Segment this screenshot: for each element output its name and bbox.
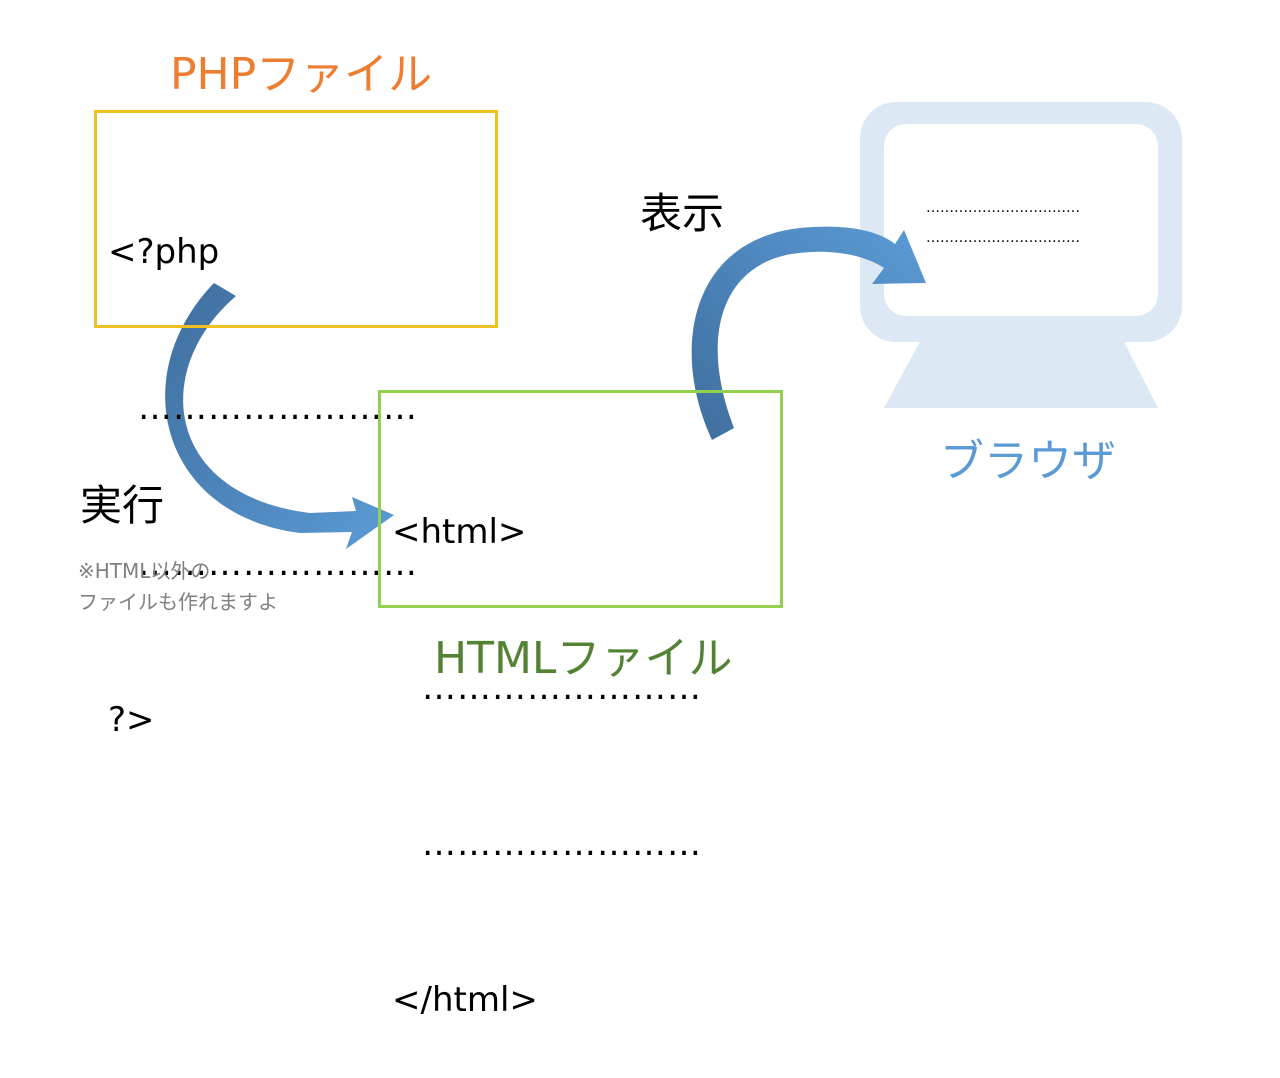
browser-title: ブラウザ	[940, 436, 1116, 487]
html-code-line-dots-2: ……………………	[422, 824, 702, 864]
browser-screen-content: …………………………… ……………………………	[926, 193, 1080, 253]
display-arrow-icon	[691, 226, 926, 440]
php-file-title: PHPファイル	[170, 49, 433, 100]
php-code-line-dots-1: ……………………	[138, 388, 418, 428]
php-code-line-open: <?php	[108, 232, 220, 272]
execute-arrow-icon	[165, 283, 394, 549]
note-line-1: ※HTML以外の	[78, 559, 211, 583]
diagram-canvas	[165, 102, 1182, 549]
browser-screen-line-1: ……………………………	[926, 200, 1080, 216]
monitor-icon	[860, 102, 1182, 408]
html-code-line-close: </html>	[392, 980, 538, 1020]
monitor-stand	[884, 338, 1158, 408]
html-code-box: <html> …………………… …………………… </html>	[378, 390, 783, 1020]
html-code-line-open: <html>	[392, 512, 527, 552]
display-label: 表示	[640, 189, 725, 238]
browser-screen-line-2: ……………………………	[926, 230, 1080, 246]
php-code-box: <?php …………………… …………………… ?>	[94, 110, 498, 740]
php-code-line-dots-2: ……………………	[138, 544, 418, 584]
html-file-title: HTMLファイル	[434, 633, 733, 684]
note-text: ※HTML以外の ファイルも作れますよ	[78, 556, 278, 618]
execute-label: 実行	[80, 481, 165, 530]
html-code-line-dots-1: ……………………	[422, 668, 702, 708]
monitor-screen	[884, 124, 1158, 316]
note-line-2: ファイルも作れますよ	[78, 590, 278, 614]
